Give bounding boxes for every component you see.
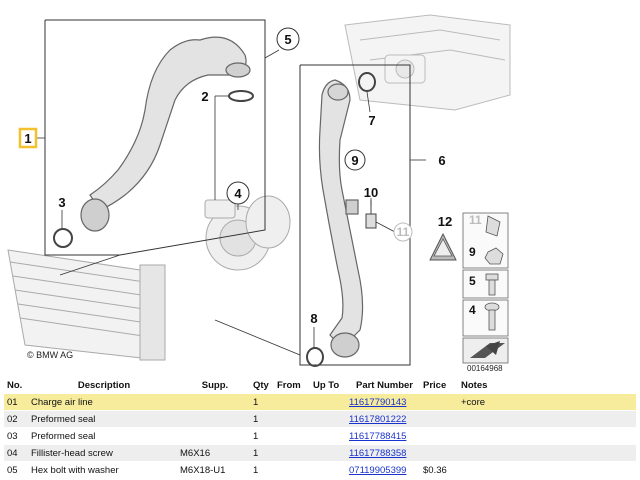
cell-part-number: 11617788358 bbox=[346, 448, 420, 459]
table-row[interactable]: 02 Preformed seal 1 11617801222 bbox=[4, 411, 636, 428]
callout-12[interactable]: 12 bbox=[438, 214, 452, 229]
nut-icon bbox=[484, 247, 504, 265]
intercooler-illustration bbox=[7, 249, 166, 361]
cell-supp: M6X16 bbox=[180, 447, 211, 459]
callout-11[interactable]: 11 bbox=[397, 225, 410, 239]
cell-part-number: 07119905399 bbox=[346, 465, 420, 476]
col-header-supp: Supp. bbox=[201, 379, 229, 391]
col-header-part-number: Part Number bbox=[355, 379, 413, 391]
cell-qty: 1 bbox=[253, 396, 259, 408]
charge-pipe-illustration bbox=[318, 79, 364, 358]
table-row[interactable]: 05 Hex bolt with washer M6X18-U1 1 07119… bbox=[4, 462, 636, 479]
cell-no: 03 bbox=[7, 430, 18, 442]
callout-2[interactable]: 2 bbox=[201, 89, 208, 104]
table-row[interactable]: 03 Preformed seal 1 11617788415 bbox=[4, 428, 636, 445]
cell-part-number: 11617788415 bbox=[346, 431, 420, 442]
part-number-link[interactable]: 11617788415 bbox=[349, 430, 407, 442]
col-header-qty: Qty bbox=[253, 379, 269, 391]
cell-no: 02 bbox=[7, 413, 18, 425]
cell-description: Fillister-head screw bbox=[31, 447, 113, 459]
callout-11-circle[interactable] bbox=[393, 222, 413, 242]
col-header-up-to: Up To bbox=[313, 379, 340, 391]
col-header-price: Price bbox=[423, 379, 447, 391]
parts-table: No. Description Supp. Qty From Up To Par… bbox=[4, 377, 636, 479]
cell-qty: 1 bbox=[253, 447, 259, 459]
arrow-icon bbox=[470, 341, 505, 358]
part-number-link[interactable]: 11617790143 bbox=[349, 396, 407, 408]
cell-description: Preformed seal bbox=[31, 413, 96, 425]
diagram-svg: 1 2 3 4 5 6 7 8 9 10 11 12 11 9 5 4 bbox=[7, 14, 511, 373]
cell-supp: M6X18-U1 bbox=[180, 464, 226, 476]
turbocharger-illustration bbox=[204, 195, 291, 271]
callout-4[interactable]: 4 bbox=[234, 186, 242, 201]
col-header-from: From bbox=[277, 379, 301, 391]
side-number-9: 9 bbox=[469, 245, 476, 259]
clip-icon bbox=[485, 215, 501, 237]
side-number-4: 4 bbox=[469, 303, 476, 317]
warning-triangle-icon bbox=[429, 232, 457, 261]
bmw-copyright: © BMW AG bbox=[27, 350, 73, 360]
callout-5[interactable]: 5 bbox=[284, 32, 291, 47]
callout-4-circle[interactable] bbox=[226, 181, 250, 205]
group-frame-left bbox=[44, 19, 266, 256]
parts-diagram: 1 2 3 4 5 6 7 8 9 10 11 12 11 9 5 4 bbox=[7, 14, 511, 373]
side-parts-panel bbox=[462, 212, 509, 364]
cell-notes: +core bbox=[461, 396, 486, 408]
cell-description: Hex bolt with washer bbox=[31, 464, 119, 476]
cell-qty: 1 bbox=[253, 430, 259, 442]
col-header-notes: Notes bbox=[461, 379, 488, 391]
callout-1[interactable]: 1 bbox=[24, 131, 31, 146]
part-number-link[interactable]: 11617801222 bbox=[349, 413, 407, 425]
table-header-row: No. Description Supp. Qty From Up To Par… bbox=[4, 377, 636, 394]
group-frame-right bbox=[299, 64, 411, 366]
part-number-link[interactable]: 07119905399 bbox=[349, 464, 407, 476]
cell-description: Charge air line bbox=[31, 396, 93, 408]
callout-8[interactable]: 8 bbox=[310, 311, 317, 326]
table-row[interactable]: 01 Charge air line 1 11617790143 +core bbox=[4, 394, 636, 411]
cell-no: 01 bbox=[7, 396, 18, 408]
col-header-description: Description bbox=[77, 379, 131, 391]
side-ghost-11: 11 bbox=[469, 213, 482, 227]
diagram-image-id: 00164968 bbox=[467, 364, 503, 373]
callout-5-circle[interactable] bbox=[276, 27, 300, 51]
callout-9-circle[interactable] bbox=[344, 149, 366, 171]
hex-bolt-icon bbox=[485, 273, 499, 296]
callout-3[interactable]: 3 bbox=[58, 195, 65, 210]
leader-lines bbox=[36, 49, 426, 356]
callout-7[interactable]: 7 bbox=[368, 113, 375, 128]
callout-10[interactable]: 10 bbox=[364, 185, 378, 200]
engine-block-illustration bbox=[344, 14, 511, 111]
col-header-no: No. bbox=[7, 379, 23, 391]
cell-no: 04 bbox=[7, 447, 18, 459]
callout-1-box[interactable] bbox=[18, 127, 38, 149]
cell-part-number: 11617801222 bbox=[346, 414, 420, 425]
cell-price: $0.36 bbox=[423, 464, 447, 476]
callout-6[interactable]: 6 bbox=[438, 153, 445, 168]
charge-air-line-illustration bbox=[80, 36, 251, 232]
callout-9[interactable]: 9 bbox=[351, 153, 358, 168]
side-number-5: 5 bbox=[469, 274, 476, 288]
cell-qty: 1 bbox=[253, 413, 259, 425]
cell-description: Preformed seal bbox=[31, 430, 96, 442]
cell-part-number: 11617790143 bbox=[346, 397, 420, 408]
screw-icon bbox=[484, 302, 500, 331]
part-number-link[interactable]: 11617788358 bbox=[349, 447, 407, 459]
cell-no: 05 bbox=[7, 464, 18, 476]
table-row[interactable]: 04 Fillister-head screw M6X16 1 11617788… bbox=[4, 445, 636, 462]
cell-qty: 1 bbox=[253, 464, 259, 476]
